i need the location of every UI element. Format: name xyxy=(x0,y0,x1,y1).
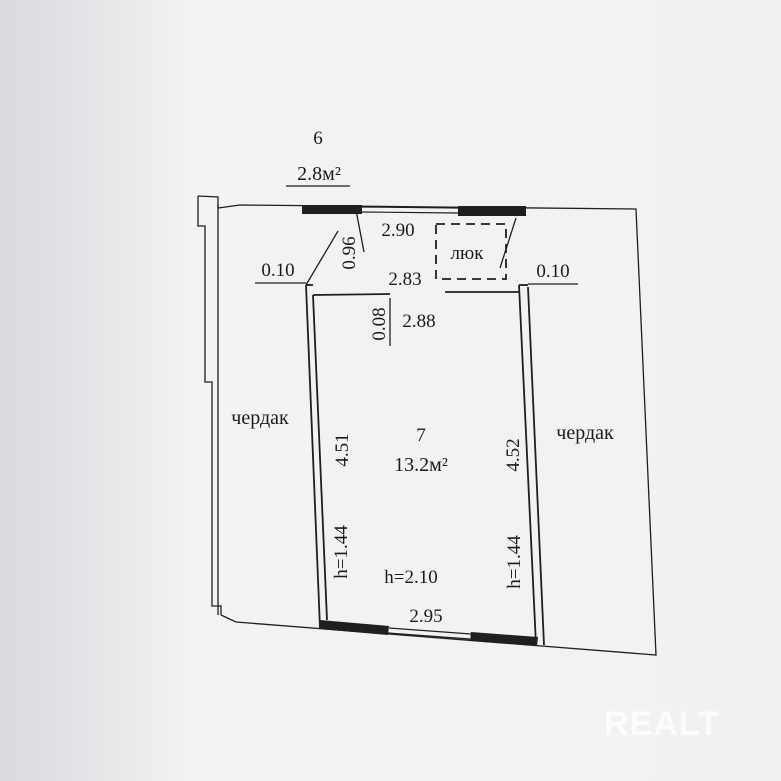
attic-right-label: чердак xyxy=(556,422,614,444)
dim-bottom-width: 2.95 xyxy=(409,606,442,627)
dim-left-length: 4.51 xyxy=(332,433,353,466)
dim-right-length: 4.52 xyxy=(503,438,524,471)
room-7-walls xyxy=(305,284,545,646)
dim-center-height: h=2.10 xyxy=(384,567,437,588)
room-7-number: 7 xyxy=(416,425,426,446)
realt-watermark: REALT xyxy=(604,705,720,743)
diagonal-lines xyxy=(305,209,517,286)
dim-room-width: 2.88 xyxy=(402,311,435,332)
dim-right-height: h=1.44 xyxy=(504,535,525,589)
top-window xyxy=(302,205,526,216)
room-6-number: 6 xyxy=(313,128,323,149)
dim-inner-width: 2.83 xyxy=(388,269,421,290)
dim-right-wall: 0.10 xyxy=(536,261,569,282)
dim-step: 0.08 xyxy=(369,307,390,340)
attic-left-label: чердак xyxy=(231,407,289,429)
hatch-outline xyxy=(435,223,507,280)
room-7-area: 13.2м² xyxy=(394,454,448,476)
dim-left-wall: 0.10 xyxy=(261,260,294,281)
dim-diag: 0.96 xyxy=(339,236,360,269)
dim-left-height: h=1.44 xyxy=(331,525,352,579)
dimension-lines xyxy=(255,185,578,346)
dim-top-width: 2.90 xyxy=(381,220,414,241)
hatch-label: люк xyxy=(451,243,485,264)
outer-outline xyxy=(197,195,657,656)
bottom-window xyxy=(319,620,538,646)
room-6-area: 2.8м² xyxy=(297,163,341,185)
